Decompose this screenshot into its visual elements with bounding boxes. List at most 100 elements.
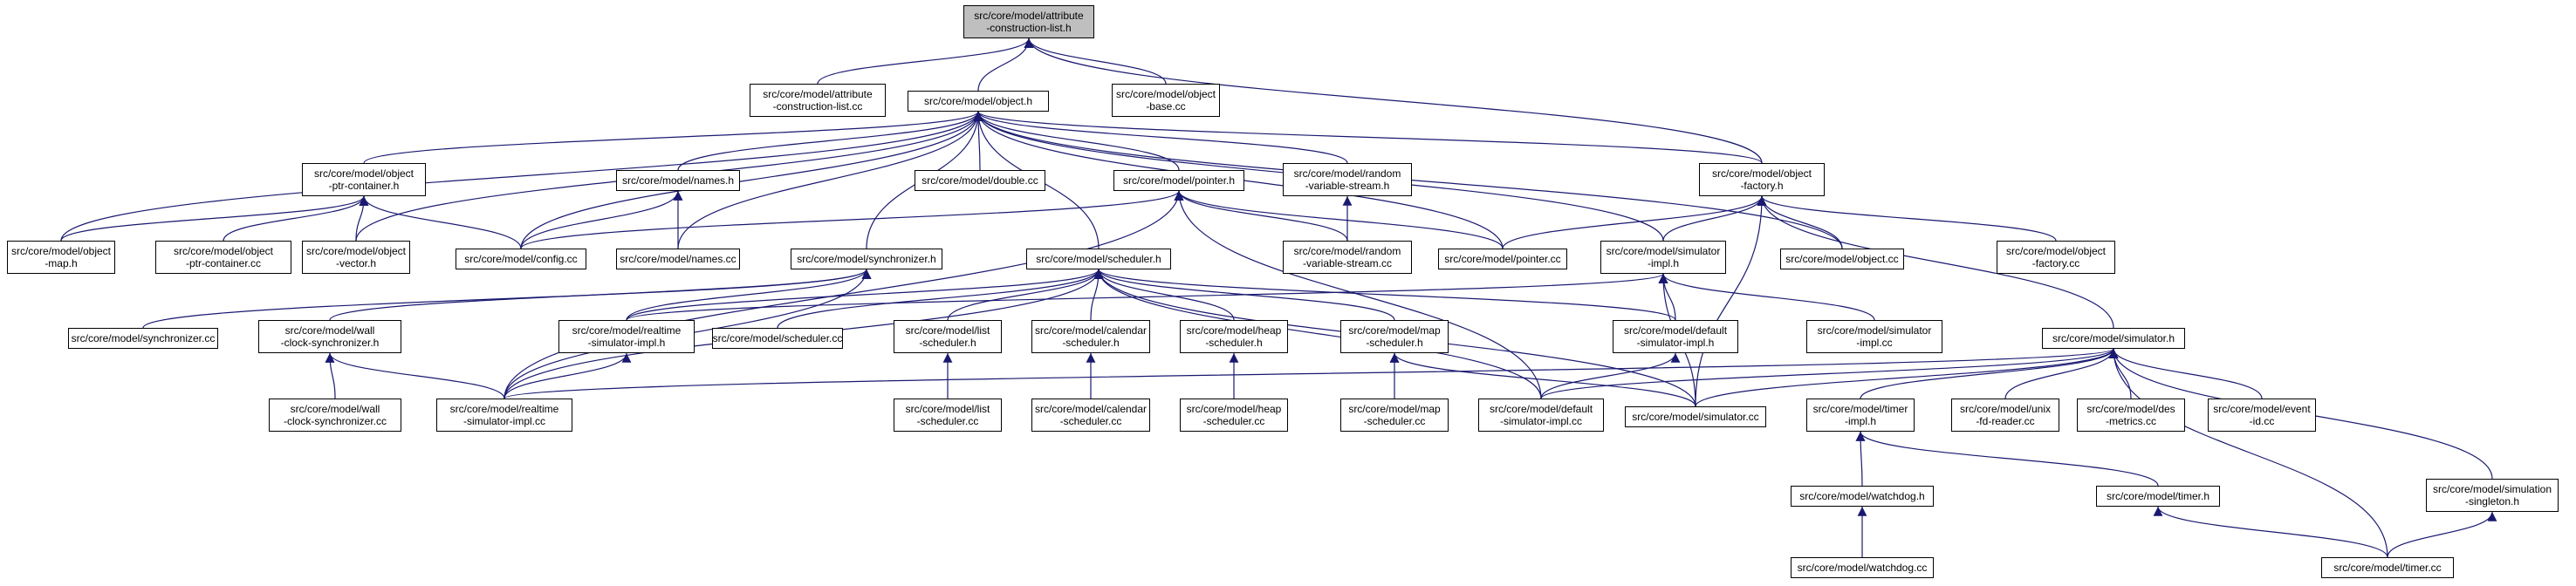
node-label-line: src/core/model/pointer.h <box>1122 174 1236 187</box>
node-label-line: src/core/model/object <box>1115 88 1216 100</box>
node-object-h[interactable]: src/core/model/object.h <box>908 91 1049 112</box>
node-label-line: -factory.h <box>1740 180 1784 192</box>
node-names-h[interactable]: src/core/model/names.h <box>616 170 740 191</box>
node-simsing-h[interactable]: src/core/model/simulation-singleton.h <box>2426 479 2559 512</box>
node-label-line: src/core/model/object <box>10 245 112 257</box>
node-label-line: -simulator-impl.cc <box>462 415 545 427</box>
node-label-line: -scheduler.h <box>919 337 976 349</box>
node-obj-base[interactable]: src/core/model/object-base.cc <box>1112 84 1220 117</box>
node-timer-cc[interactable]: src/core/model/timer.cc <box>2321 557 2454 578</box>
node-label-line: src/core/model/list <box>905 324 990 337</box>
node-cs-h[interactable]: src/core/model/calendar-scheduler.h <box>1031 320 1150 353</box>
edge-timer_cc-to-simsing_h <box>2387 511 2497 558</box>
node-dsi-cc[interactable]: src/core/model/default-simulator-impl.cc <box>1478 399 1604 432</box>
node-label-line: -map.h <box>45 257 78 269</box>
node-ls-cc[interactable]: src/core/model/list-scheduler.cc <box>894 399 1002 432</box>
node-ovec[interactable]: src/core/model/object-vector.h <box>302 241 410 274</box>
edge-object_cc-to-of_h <box>1757 195 1843 249</box>
node-attr-cc[interactable]: src/core/model/attribute-construction-li… <box>750 84 886 117</box>
node-dsi-h[interactable]: src/core/model/default-simulator-impl.h <box>1613 320 1738 353</box>
edge-wcs_cc-to-wcs_h <box>325 352 336 399</box>
node-of-h[interactable]: src/core/model/object-factory.h <box>1699 163 1825 196</box>
node-optr-cc[interactable]: src/core/model/object-ptr-container.cc <box>155 241 291 274</box>
node-label-line: src/core/model/realtime <box>449 403 559 415</box>
node-label-line: src/core/model/calendar <box>1034 403 1148 415</box>
node-label-line: src/core/model/object <box>1711 167 1812 180</box>
node-sim-cc[interactable]: src/core/model/simulator.cc <box>1625 406 1766 427</box>
node-double-cc[interactable]: src/core/model/double.cc <box>915 170 1045 191</box>
node-sync-h[interactable]: src/core/model/synchronizer.h <box>791 249 942 269</box>
node-label-line: src/core/model/simulator <box>1606 245 1721 257</box>
edge-config_cc-to-pointer_h <box>520 190 1184 249</box>
node-label-line: src/core/model/wall <box>290 403 380 415</box>
node-pointer-cc[interactable]: src/core/model/pointer.cc <box>1438 249 1567 269</box>
edge-cs_h-to-sched_h <box>1090 269 1104 321</box>
node-wcs-cc[interactable]: src/core/model/wall-clock-synchronizer.c… <box>269 399 401 432</box>
node-label-line: -vector.h <box>335 257 377 269</box>
node-simimpl-cc[interactable]: src/core/model/simulator-impl.cc <box>1806 320 1942 353</box>
node-rtsi-h[interactable]: src/core/model/realtime-simulator-impl.h <box>558 320 695 353</box>
node-optr-h[interactable]: src/core/model/object-ptr-container.h <box>302 163 426 196</box>
node-label-line: -variable-stream.h <box>1305 180 1390 192</box>
edge-optr_h-to-object_h <box>363 111 983 164</box>
node-label-line: -metrics.cc <box>2106 415 2156 427</box>
node-simimpl-h[interactable]: src/core/model/simulator-impl.h <box>1600 241 1726 274</box>
node-sched-cc[interactable]: src/core/model/scheduler.cc <box>712 328 843 349</box>
edge-sim_cc-to-sim_h <box>1695 348 2119 407</box>
node-timerimpl-h[interactable]: src/core/model/timer-impl.h <box>1806 399 1915 432</box>
edge-config_cc-to-names_h <box>520 190 683 249</box>
edge-wcs_h-to-sync_h <box>329 269 872 321</box>
node-label-line: -simulator-impl.h <box>1636 337 1715 349</box>
node-label-line: -scheduler.cc <box>1059 415 1122 427</box>
node-des-cc[interactable]: src/core/model/des-metrics.cc <box>2077 399 2185 432</box>
edge-optr_cc-to-optr_h <box>223 195 369 242</box>
node-label-line: src/core/model/object <box>305 245 407 257</box>
node-label-line: src/core/model/simulation <box>2432 483 2552 495</box>
node-config-cc[interactable]: src/core/model/config.cc <box>456 249 586 269</box>
edge-ovec-to-optr_h <box>355 195 369 242</box>
node-label-line: src/core/model/wall <box>284 324 375 337</box>
node-of-cc[interactable]: src/core/model/object-factory.cc <box>1997 241 2115 274</box>
edge-omap-to-optr_h <box>60 195 369 242</box>
edge-pointer_h-to-object_h <box>973 111 1180 171</box>
node-label-line: src/core/model/default <box>1489 403 1593 415</box>
node-hs-cc[interactable]: src/core/model/heap-scheduler.cc <box>1180 399 1288 432</box>
node-unixfd-cc[interactable]: src/core/model/unix-fd-reader.cc <box>1951 399 2059 432</box>
node-label-line: -scheduler.cc <box>1202 415 1265 427</box>
node-rvs-cc[interactable]: src/core/model/random-variable-stream.cc <box>1283 241 1412 274</box>
node-sim-h[interactable]: src/core/model/simulator.h <box>2042 328 2185 349</box>
edge-dsi_cc-to-dsi_h <box>1540 352 1681 399</box>
edge-hs_h-to-sched_h <box>1093 269 1235 321</box>
node-pointer-h[interactable]: src/core/model/pointer.h <box>1113 170 1244 191</box>
node-label-line: src/core/model/timer.h <box>2106 490 2210 502</box>
node-wd-cc[interactable]: src/core/model/watchdog.cc <box>1791 557 1934 578</box>
edge-rtsi_h-to-sched_h <box>626 269 1104 321</box>
node-ls-h[interactable]: src/core/model/list-scheduler.h <box>894 320 1002 353</box>
node-label-line: -scheduler.h <box>1205 337 1263 349</box>
node-timer-h[interactable]: src/core/model/timer.h <box>2096 486 2220 507</box>
node-label-line: src/core/model/watchdog.cc <box>1797 562 1928 574</box>
node-omap[interactable]: src/core/model/object-map.h <box>7 241 115 274</box>
node-cs-cc[interactable]: src/core/model/calendar-scheduler.cc <box>1031 399 1150 432</box>
node-label-line: -simulator-impl.cc <box>1499 415 1582 427</box>
node-rvs-h[interactable]: src/core/model/random-variable-stream.h <box>1283 163 1412 196</box>
edge-timer_cc-to-sim_h <box>2108 348 2388 558</box>
edge-omap-to-object_h <box>60 111 983 242</box>
node-wcs-h[interactable]: src/core/model/wall-clock-synchronizer.h <box>258 320 401 353</box>
node-sched-h[interactable]: src/core/model/scheduler.h <box>1026 249 1171 269</box>
node-label-line: src/core/model/object <box>173 245 274 257</box>
node-label-line: src/core/model/synchronizer.h <box>797 253 936 265</box>
node-names-cc[interactable]: src/core/model/names.cc <box>616 249 740 269</box>
node-hs-h[interactable]: src/core/model/heap-scheduler.h <box>1180 320 1288 353</box>
node-wd-h[interactable]: src/core/model/watchdog.h <box>1791 486 1934 507</box>
node-root: src/core/model/attribute-construction-li… <box>963 5 1094 38</box>
node-ms-cc[interactable]: src/core/model/map-scheduler.cc <box>1340 399 1449 432</box>
node-label-line: -variable-stream.cc <box>1302 257 1393 269</box>
node-label-line: src/core/model/watchdog.h <box>1799 490 1925 502</box>
edge-wd_h-to-timerimpl_h <box>1855 431 1866 487</box>
node-object-cc[interactable]: src/core/model/object.cc <box>1780 249 1904 269</box>
node-sync-cc[interactable]: src/core/model/synchronizer.cc <box>68 328 218 349</box>
node-eventid-cc[interactable]: src/core/model/event-id.cc <box>2208 399 2316 432</box>
node-ms-h[interactable]: src/core/model/map-scheduler.h <box>1340 320 1449 353</box>
node-rtsi-cc[interactable]: src/core/model/realtime-simulator-impl.c… <box>436 399 572 432</box>
